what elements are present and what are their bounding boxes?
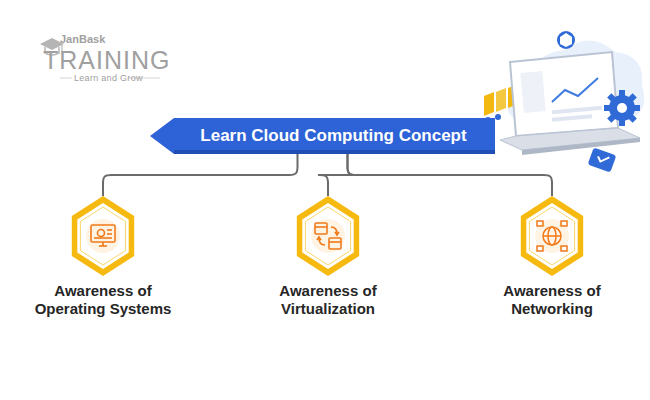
hexagon-ring <box>80 207 125 265</box>
node-label: Awareness of Networking <box>466 282 638 318</box>
banner-fill <box>150 118 495 154</box>
networking-icon <box>535 219 569 253</box>
logo-text: TRAINING <box>43 46 170 75</box>
hexagon-node: Awareness of Virtualization <box>228 196 428 326</box>
hexagon-node: Awareness of Operating Systems <box>3 196 203 326</box>
hexagon-inner <box>302 203 353 269</box>
connector-line <box>319 154 357 196</box>
connector-line <box>103 154 298 196</box>
hexagon-outer <box>297 196 359 276</box>
hexagon-outer <box>72 196 134 276</box>
banner-shade <box>174 150 495 154</box>
hexagon-ring <box>305 207 350 265</box>
hexagon-ring <box>529 207 574 265</box>
node-label: Awareness of Virtualization <box>242 282 414 318</box>
hexagon-inner <box>77 203 128 269</box>
hexagon-shape <box>3 196 203 276</box>
hexagon-shape <box>228 196 428 276</box>
banner-arrow: Learn Cloud Computing Concept <box>150 118 495 154</box>
node-label: Awareness of Operating Systems <box>17 282 189 318</box>
banner-title: Learn Cloud Computing Concept <box>150 118 495 154</box>
logo-text: JanBask <box>60 33 105 45</box>
os-icon <box>86 219 120 253</box>
virtualization-icon <box>311 219 345 253</box>
hexagon-shape <box>452 196 650 276</box>
hexagon-outer <box>521 196 583 276</box>
hexagon-inner <box>526 203 577 269</box>
cloud-laptop-illustration <box>484 31 644 173</box>
connector-line <box>348 154 553 196</box>
hexagon-node: Awareness of Networking <box>452 196 650 326</box>
logo-text: Learn and Grow <box>74 73 143 83</box>
